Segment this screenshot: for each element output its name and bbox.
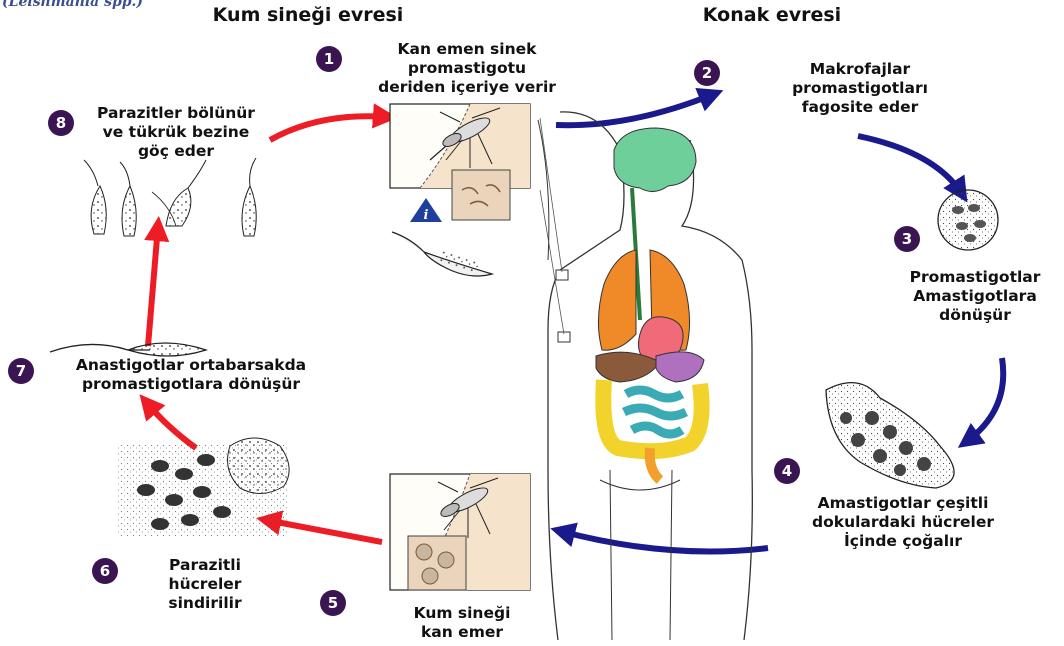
step-5-badge: 5 xyxy=(320,590,346,616)
step-6-badge: 6 xyxy=(92,558,118,584)
step-3-badge: 3 xyxy=(894,226,920,252)
fly-bite-illustration-bottom xyxy=(390,474,530,590)
macrophage-illustration xyxy=(938,190,998,250)
svg-text:i: i xyxy=(424,208,429,223)
header-host-stage: Konak evresi xyxy=(672,6,872,25)
left-lung xyxy=(598,250,636,350)
arrow-7-to-8 xyxy=(148,226,158,346)
step-2-badge: 2 xyxy=(694,60,720,86)
small-intestine xyxy=(624,390,686,434)
infected-cell-illustration xyxy=(826,383,954,488)
promastigote-illustration xyxy=(50,343,206,356)
fly-bite-illustration-top xyxy=(390,104,530,220)
info-icon: i xyxy=(410,198,442,223)
arrow-1-to-2 xyxy=(556,94,714,125)
brain xyxy=(614,128,696,192)
step-8-badge: 8 xyxy=(48,110,74,136)
arrow-3-to-4 xyxy=(966,358,1003,442)
promastigote-single-icon xyxy=(392,232,492,276)
arrow-2-to-3 xyxy=(858,136,962,194)
step-7-badge: 7 xyxy=(8,358,34,384)
step-4-badge: 4 xyxy=(774,458,800,484)
arrow-8-to-1 xyxy=(270,116,388,140)
dividing-promastigotes-illustration xyxy=(84,158,256,236)
step-1-badge: 1 xyxy=(316,46,342,72)
organism-label: (Leishmania spp.) xyxy=(2,0,143,10)
arrow-4-to-5 xyxy=(560,531,768,552)
stomach xyxy=(656,352,704,382)
header-sandfly-stage: Kum sineği evresi xyxy=(198,6,418,25)
arrow-6-to-7 xyxy=(146,402,196,448)
ingested-cells-illustration xyxy=(118,438,289,536)
